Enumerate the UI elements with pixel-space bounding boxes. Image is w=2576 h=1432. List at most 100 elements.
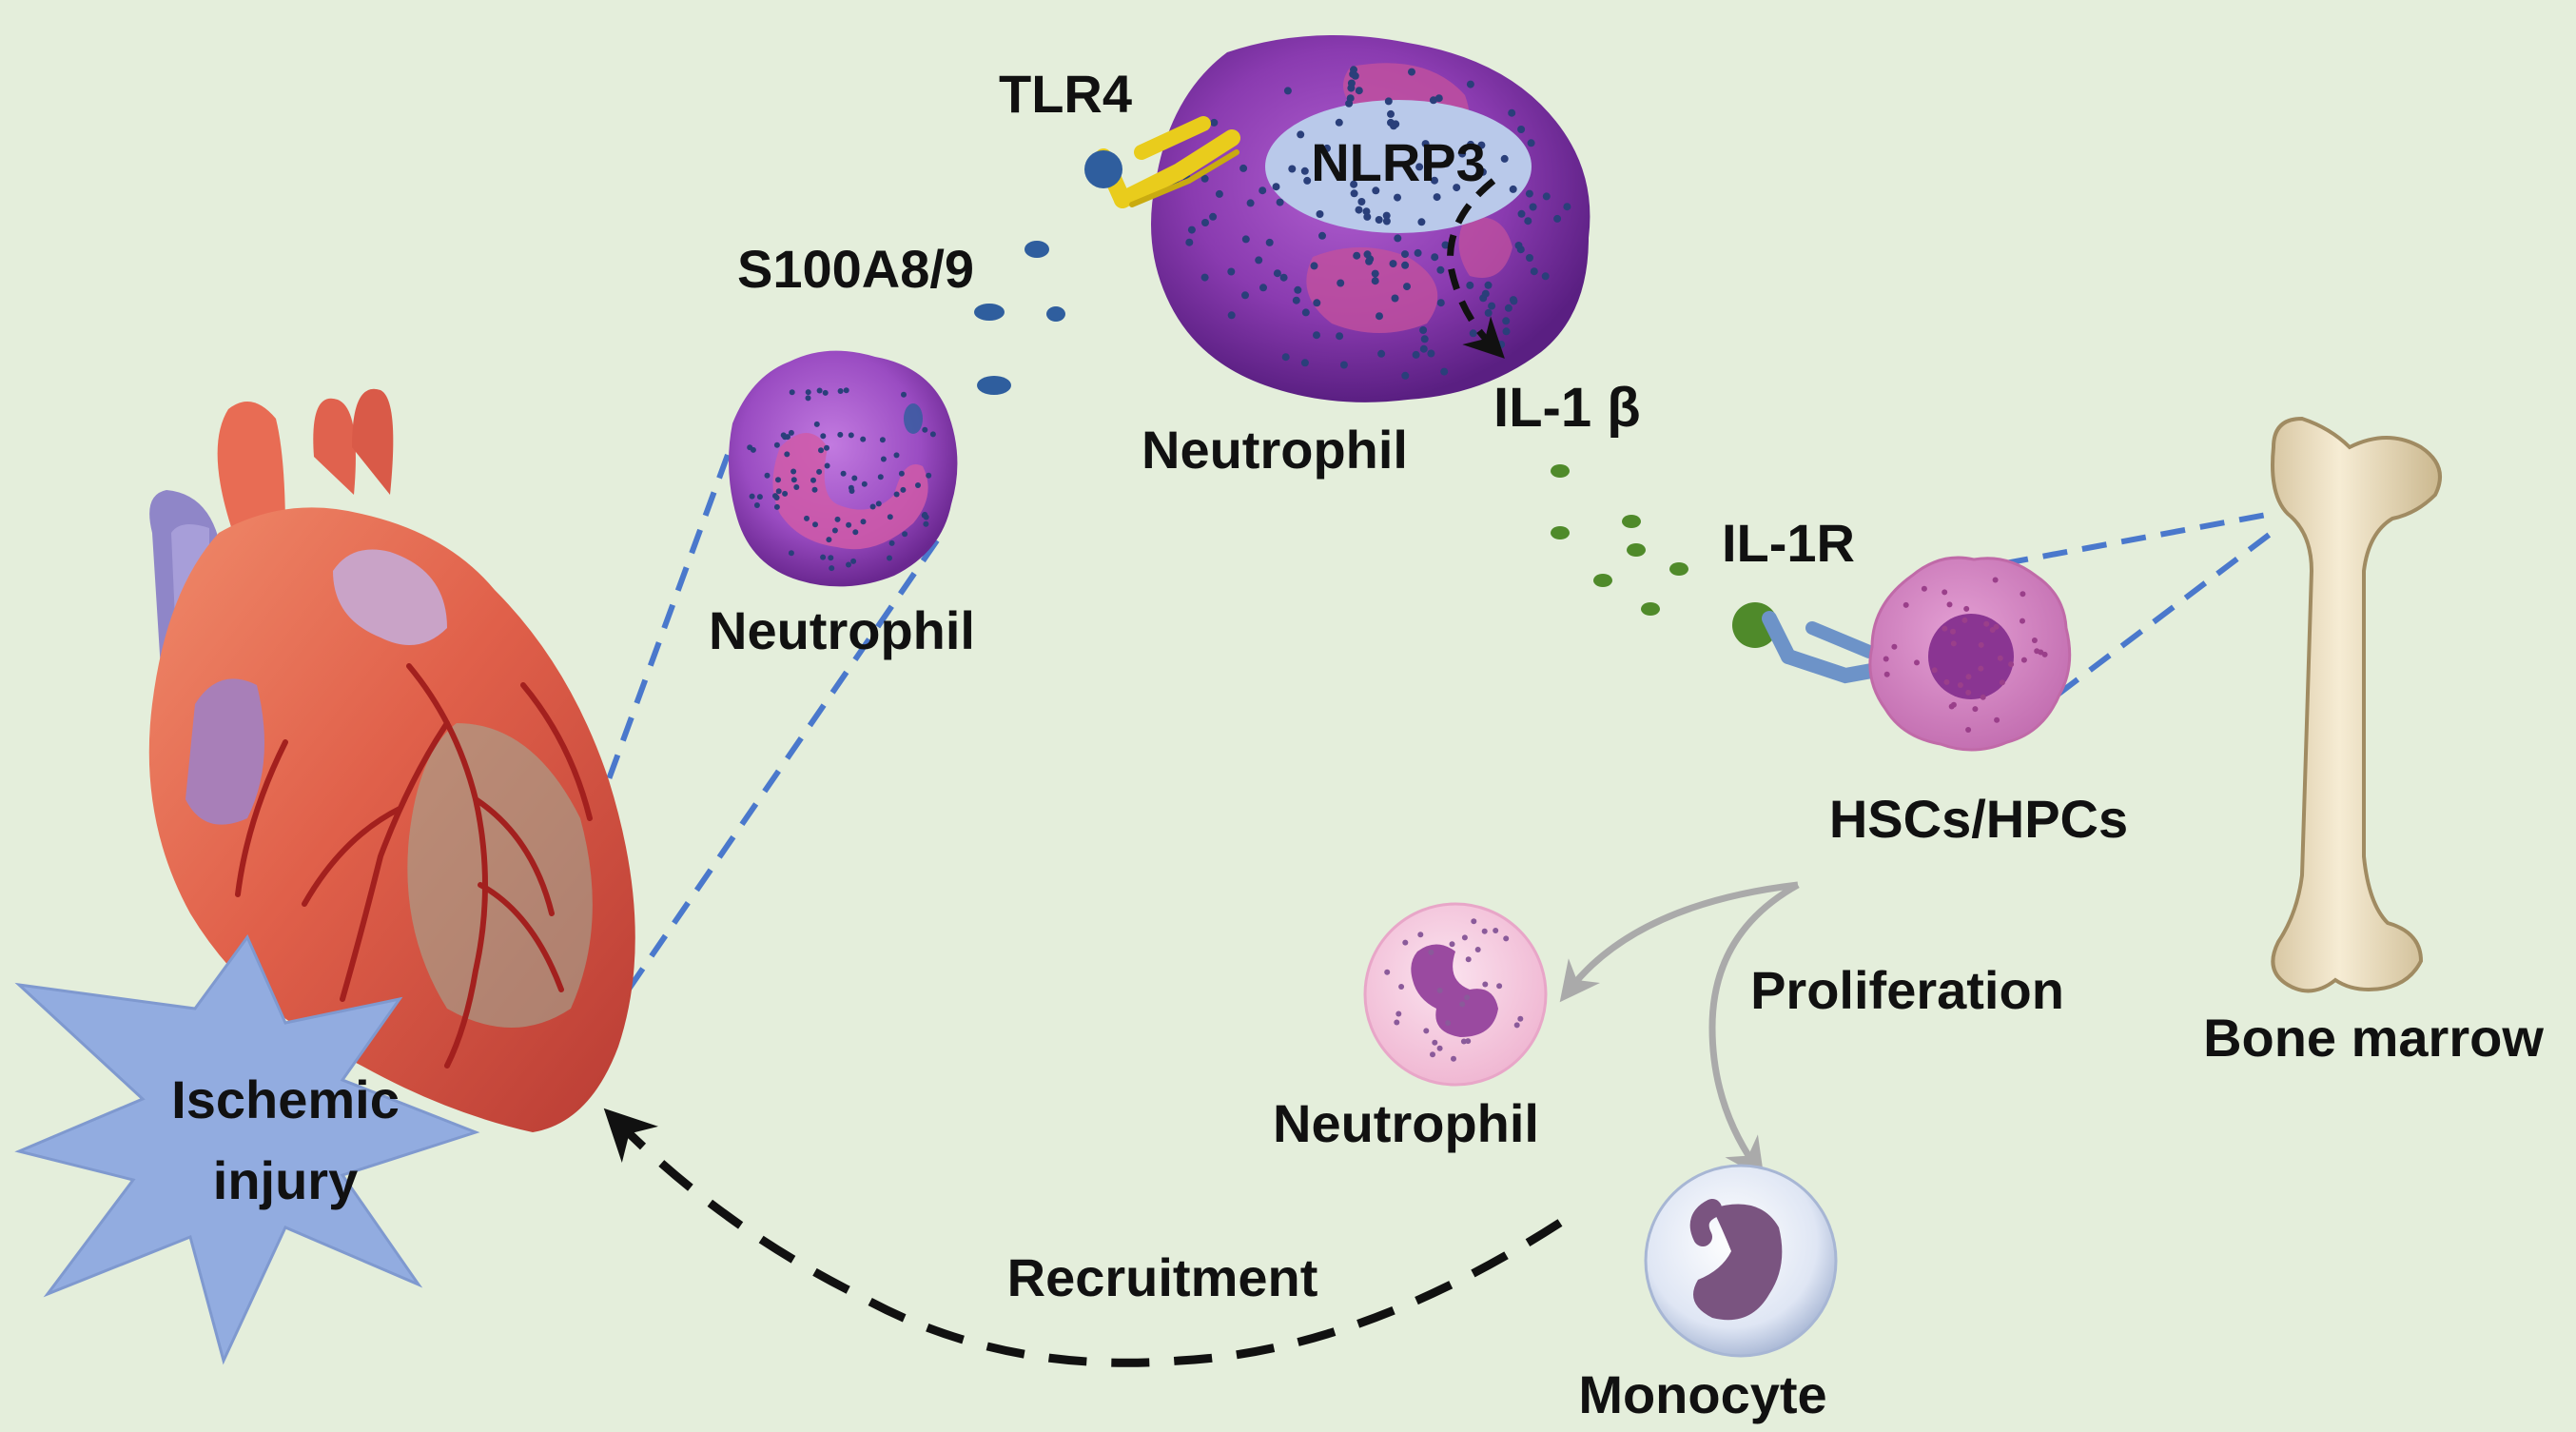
granule-dot (1265, 238, 1274, 246)
granule-dot (1429, 96, 1437, 105)
granule-dot (1921, 585, 1927, 592)
granule-dot (1318, 231, 1326, 240)
granule-dot (1436, 299, 1445, 307)
neutrophil-cell-large (1151, 35, 1590, 402)
granule-dot (1401, 261, 1410, 269)
granule-dot (1451, 1055, 1456, 1062)
granule-dot (2031, 638, 2038, 643)
granule-dot (929, 431, 936, 438)
granule-dot (1524, 217, 1532, 226)
s100-label: S100A8/9 (737, 239, 974, 299)
granule-dot (1497, 341, 1506, 348)
granule-dot (1950, 701, 1957, 708)
granule-dot (1417, 932, 1424, 938)
zoom-lines-bone (1963, 511, 2274, 721)
granule-dot (816, 387, 823, 394)
granule-dot (1502, 327, 1511, 336)
granule-dot (1942, 625, 1948, 632)
granule-dot (826, 537, 832, 543)
granule-dot (837, 388, 844, 394)
granule-dot (780, 432, 787, 439)
bone-icon (2271, 416, 2442, 993)
granule-dot (1372, 186, 1380, 195)
tlr4-ligand (1084, 150, 1122, 188)
granule-dot (1279, 273, 1288, 282)
granule-dot (824, 462, 830, 469)
granule-dot (784, 451, 790, 458)
granule-dot (1980, 694, 1986, 700)
granule-dot (1310, 262, 1318, 270)
granule-dot (1390, 122, 1397, 130)
granule-dot (818, 447, 824, 454)
granule-dot (840, 470, 847, 477)
granule-dot (1273, 269, 1281, 278)
granule-dot (773, 503, 780, 510)
granule-dot (848, 484, 854, 491)
recruitment-arrow (603, 1108, 1563, 1367)
granule-dot (1201, 219, 1209, 226)
granule-dot (1542, 192, 1551, 201)
granule-dot (1484, 308, 1493, 317)
granule-dot (1436, 1045, 1443, 1051)
granule-dot (1957, 682, 1963, 688)
granule-dot (1350, 189, 1358, 198)
granule-dot (1493, 928, 1499, 933)
granule-dot (1401, 250, 1409, 259)
granule-dot (1461, 934, 1468, 941)
granule-dot (1335, 118, 1343, 127)
granule-dot (1210, 118, 1219, 127)
granule-dot (922, 426, 928, 433)
granule-dot (2041, 651, 2048, 657)
granule-dot (1458, 149, 1467, 158)
granule-dot (1500, 154, 1509, 163)
granule-dot (1300, 359, 1309, 367)
granule-dot (1442, 159, 1451, 167)
granule-dot (1355, 87, 1363, 95)
granule-dot (1339, 361, 1348, 369)
granule-dot (1323, 144, 1331, 152)
granule-dot (1509, 185, 1517, 193)
granule-dot (805, 389, 811, 396)
granule-dot (887, 555, 892, 561)
granule-dot (831, 527, 838, 534)
granule-dot (788, 550, 794, 557)
granule-dot (747, 444, 753, 451)
granule-dot (1357, 198, 1366, 206)
granule-dot (1345, 99, 1354, 108)
granule-dot (1449, 941, 1455, 948)
granule-dot (1459, 1001, 1466, 1008)
granule-dot (1239, 164, 1248, 172)
granule-dot (1961, 617, 1968, 623)
granule-dot (775, 477, 781, 483)
granule-dot (2008, 661, 2015, 668)
granule-dot (1527, 139, 1535, 147)
proliferation-arrow-neutrophil (1559, 881, 1799, 1003)
granule-dot (2020, 591, 2026, 598)
granule-dot (846, 521, 852, 528)
granule-dot (1241, 235, 1250, 244)
granule-dot (898, 470, 905, 477)
granule-dot (1394, 1019, 1400, 1026)
granule-dot (1433, 193, 1441, 202)
granule-dot (1460, 1038, 1467, 1045)
granule-dot (875, 500, 882, 507)
granule-dot (793, 484, 800, 490)
granule-dot (1353, 251, 1361, 260)
granule-dot (1993, 623, 2000, 630)
granule-dot (1313, 299, 1321, 307)
granule-dot (850, 558, 857, 564)
granule-dot (789, 389, 795, 396)
neutrophil-cell-pink (1363, 902, 1548, 1087)
granule-dot (764, 472, 771, 479)
ischemic-label-line2: injury (213, 1150, 358, 1210)
granule-dot (1942, 589, 1948, 596)
granule-dot (1525, 189, 1533, 198)
granule-dot (753, 502, 760, 508)
granule-dot (1963, 605, 1970, 612)
granule-dot (877, 474, 884, 481)
granule-dot (1502, 317, 1511, 325)
granule-dot (1200, 174, 1209, 183)
granule-dot (848, 432, 854, 439)
granule-dot (1965, 674, 1972, 680)
granule-dot (813, 421, 820, 427)
